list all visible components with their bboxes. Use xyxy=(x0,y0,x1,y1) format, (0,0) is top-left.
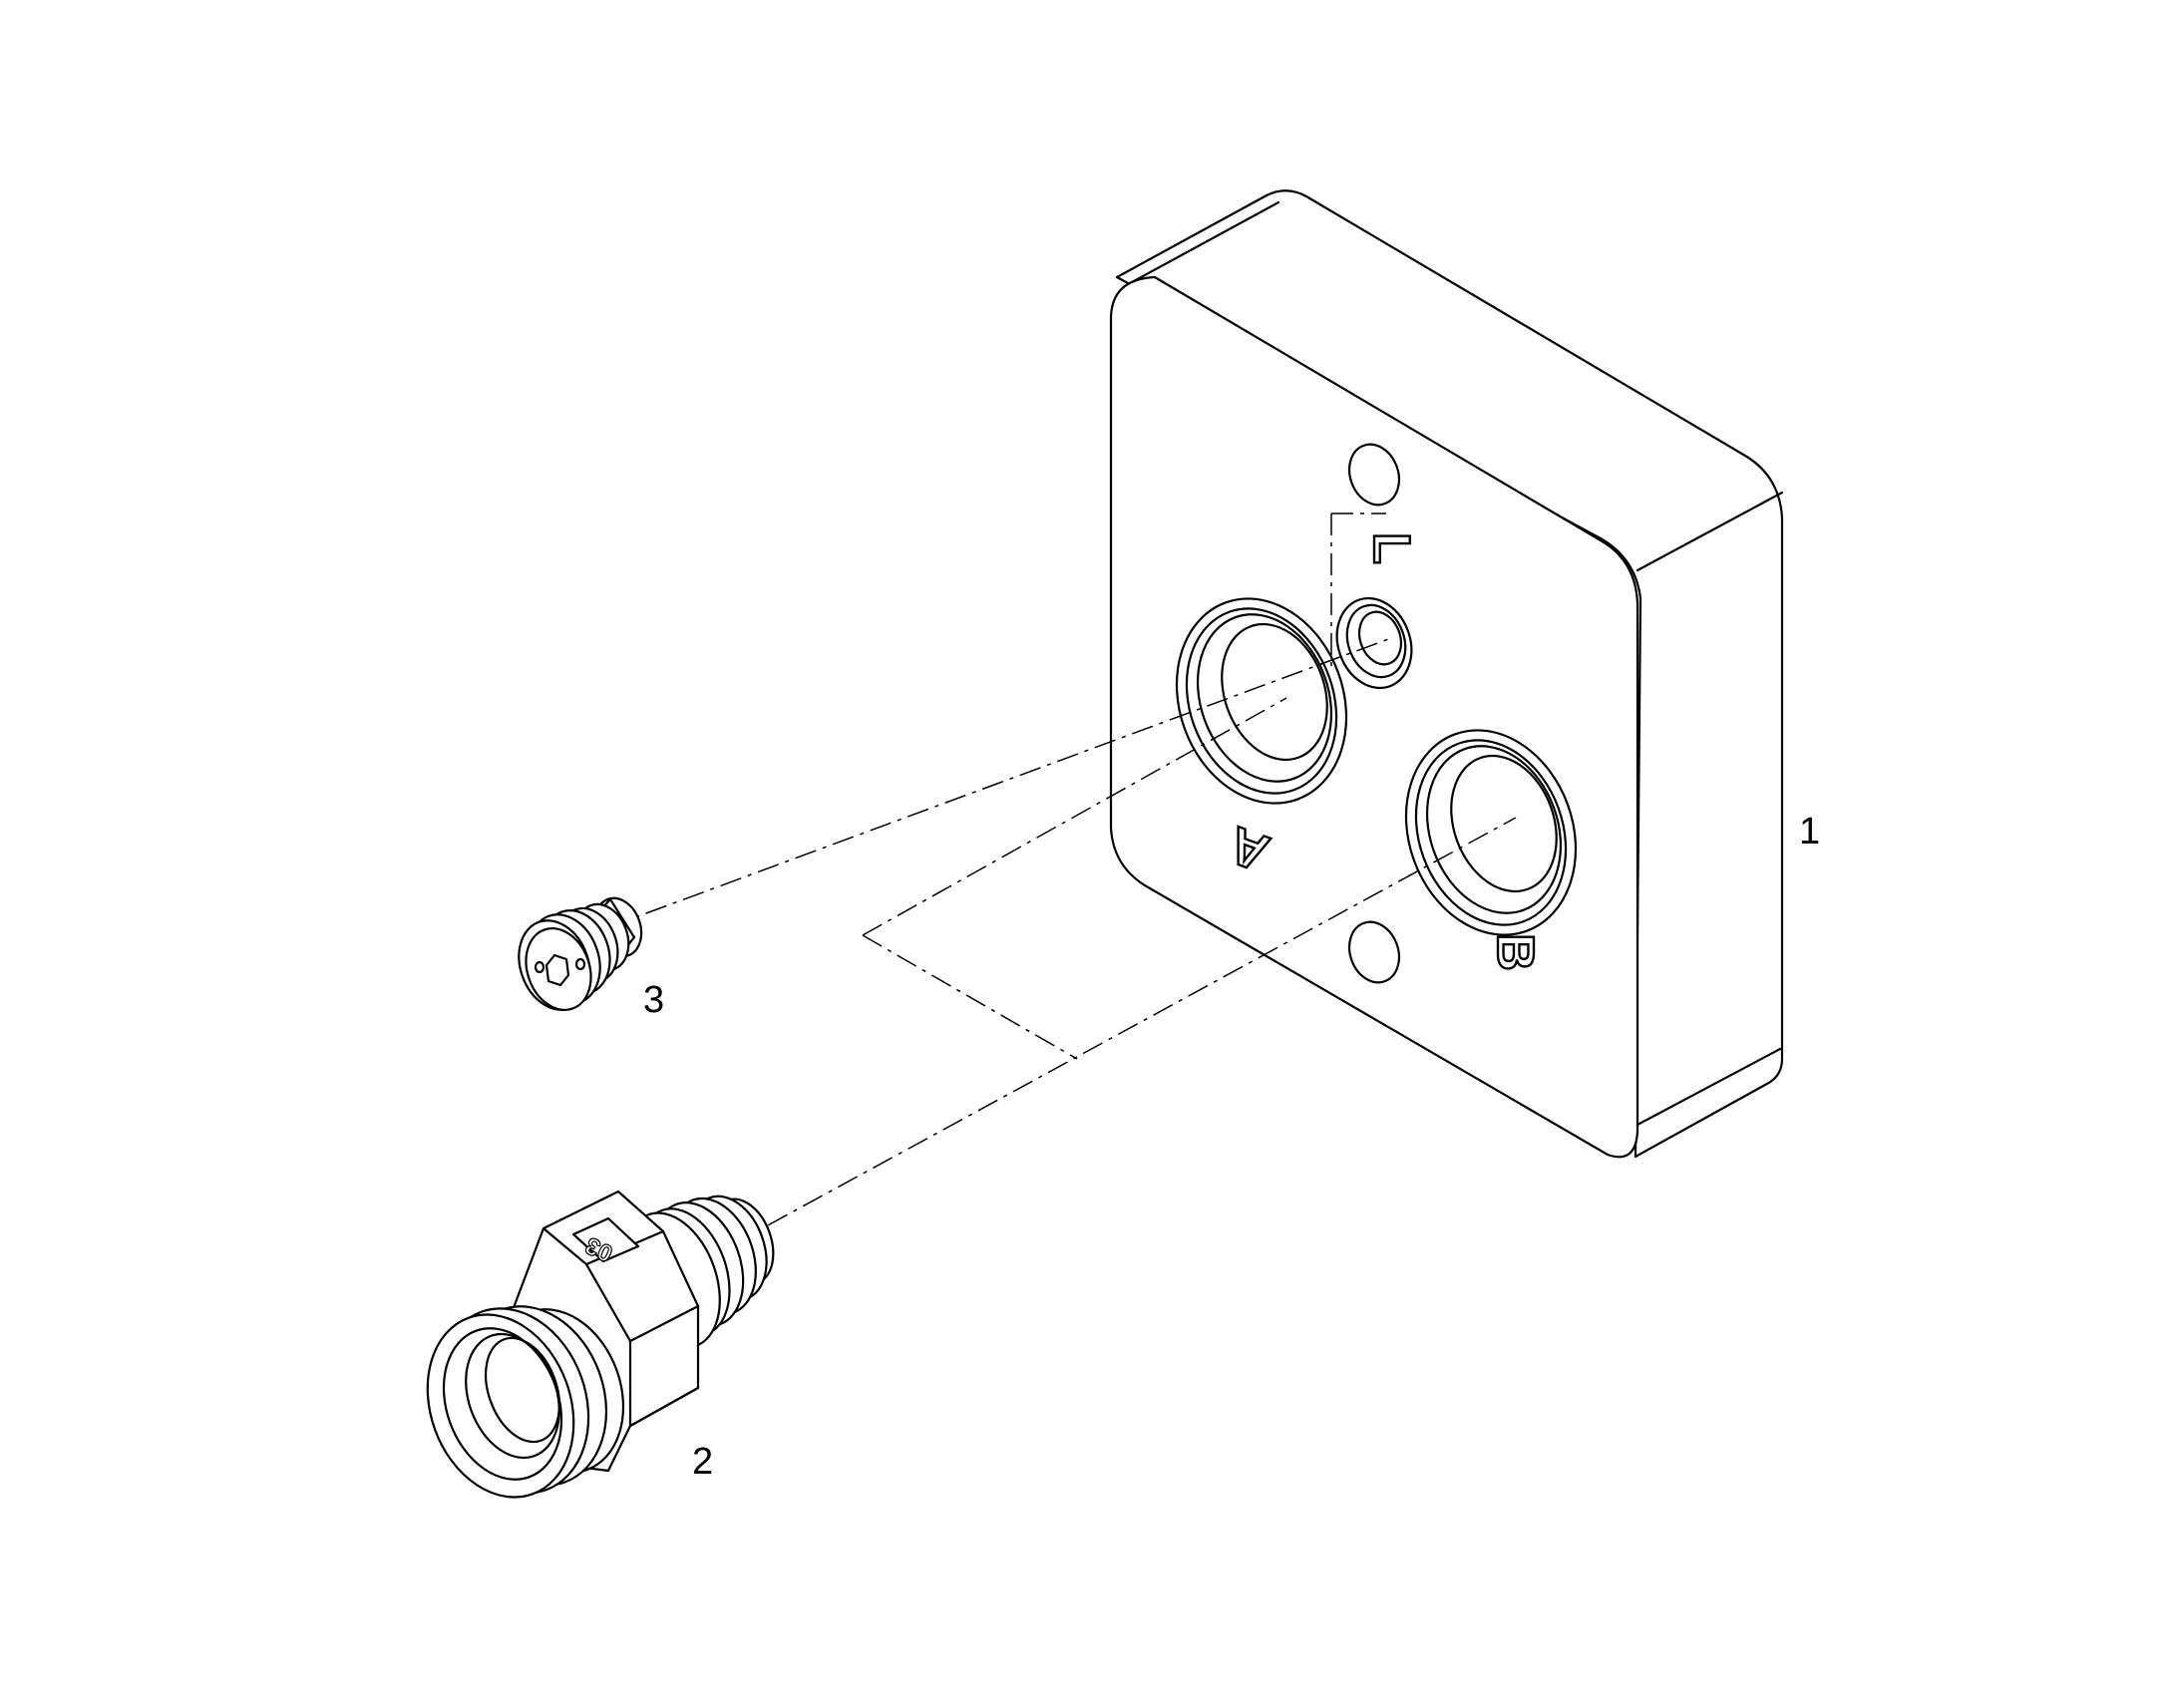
centerline-plug-to-l xyxy=(607,637,1392,928)
hex-socket-icon xyxy=(545,953,570,987)
fitting-marking-badge xyxy=(571,1216,640,1263)
callout-item-1: 1 xyxy=(1799,811,1820,853)
port-l-bore xyxy=(1335,596,1413,690)
mounting-hole-top xyxy=(1347,443,1401,507)
subplate-part: A B L xyxy=(1109,189,1784,1159)
callout-item-2: 2 xyxy=(692,1441,713,1483)
centerline-to-a xyxy=(862,697,1287,936)
mounting-hole-bottom xyxy=(1347,920,1401,984)
fitting-front-face xyxy=(426,1313,575,1499)
port-b-bore xyxy=(1404,729,1578,936)
subplate-front-face xyxy=(1109,275,1639,1159)
centerline-offset xyxy=(862,934,1078,1060)
callout-item-3: 3 xyxy=(643,979,664,1021)
center-lines xyxy=(607,512,1517,1245)
fitting-part: 03 xyxy=(426,1190,775,1499)
centerline-to-b xyxy=(732,817,1517,1245)
port-a-bore xyxy=(1175,597,1348,805)
plug-face xyxy=(525,927,592,1011)
port-b-label: B xyxy=(1486,933,1544,971)
plug-part xyxy=(518,896,643,1011)
port-l-label: L xyxy=(1362,532,1420,564)
subplate-top-face xyxy=(1115,189,1784,1159)
